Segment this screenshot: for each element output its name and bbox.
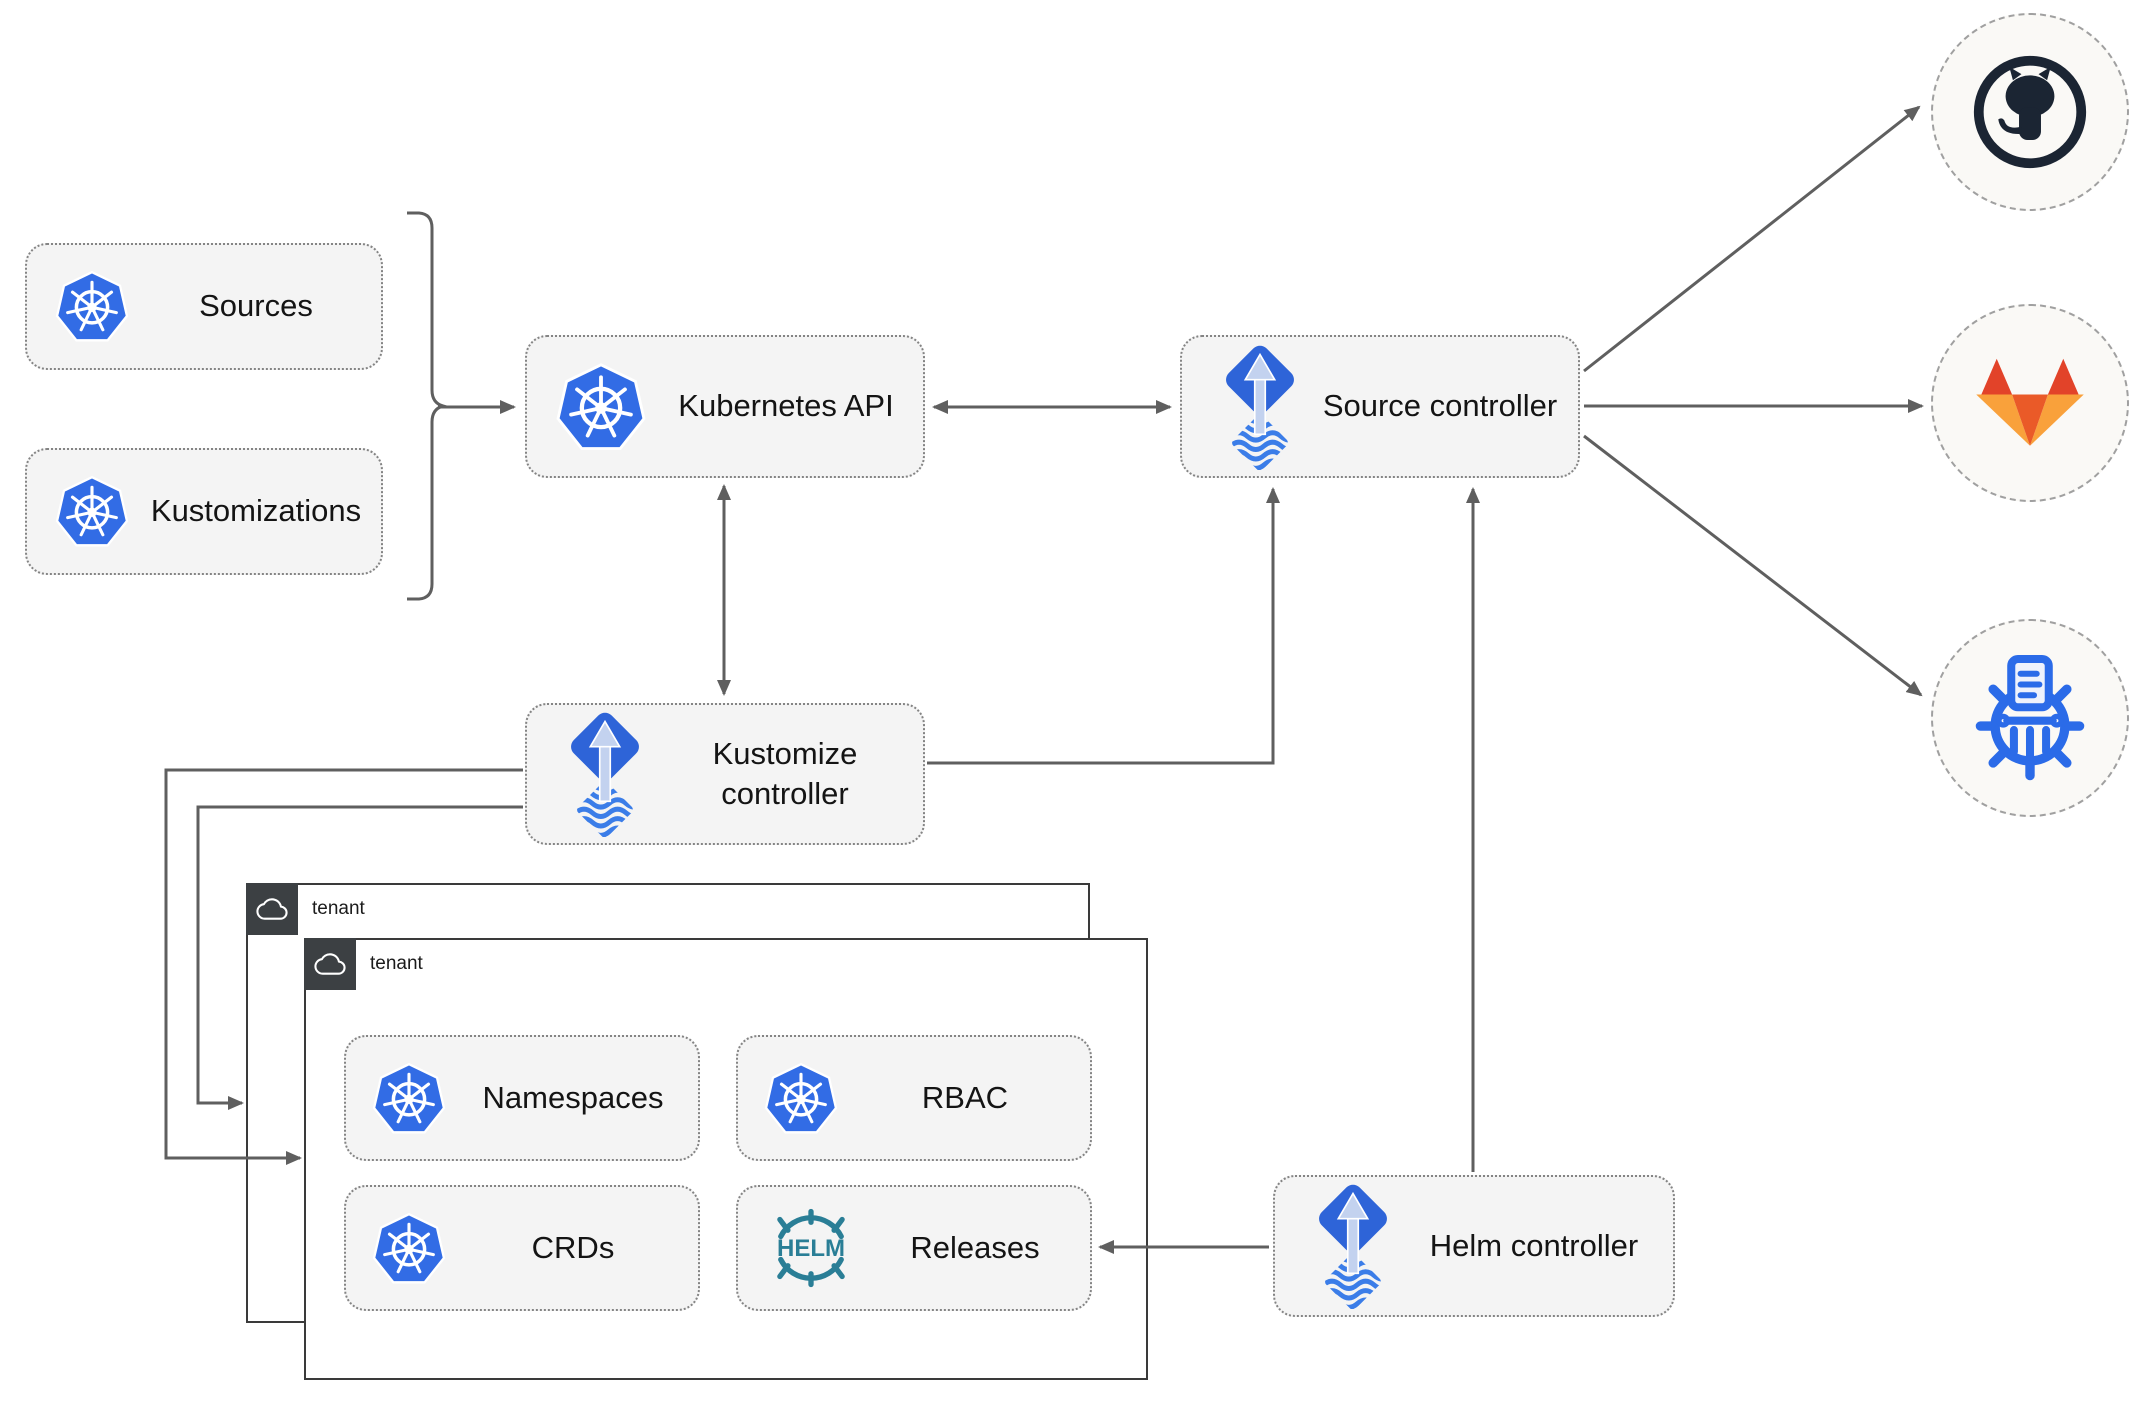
node-label: Source controller: [1322, 388, 1558, 424]
node-label: Sources: [199, 288, 313, 324]
flux-icon: [1311, 1183, 1395, 1309]
helm-icon: HELM: [762, 1208, 860, 1288]
node-label: RBAC: [921, 1079, 1009, 1115]
arrow-kustomize-to-source: [927, 487, 1280, 765]
kubernetes-icon: [53, 474, 131, 549]
arrow-kustomize-to-front-tenant: [164, 768, 523, 1165]
kubernetes-icon: [762, 1061, 840, 1136]
node-label: Kustomize controller: [712, 735, 858, 811]
kubernetes-icon: [370, 1061, 448, 1136]
github-icon: [1969, 51, 2091, 173]
arrow-source-to-github: [1583, 105, 1921, 373]
tenant-label: tenant: [312, 898, 365, 919]
flux-icon: [563, 711, 647, 837]
node-namespaces: Namespaces: [344, 1035, 700, 1161]
node-label: Kubernetes API: [678, 388, 894, 424]
arrow-kustomize-to-back-tenant: [196, 805, 523, 1110]
node-label: CRDs: [531, 1229, 615, 1265]
arrow-source-to-helmrepo: [1583, 434, 1923, 697]
external-target-gitlab: [1931, 304, 2129, 502]
kubernetes-icon: [553, 361, 649, 453]
node-kubernetes-api: Kubernetes API: [525, 335, 925, 478]
tenant-header: [304, 938, 356, 990]
helm-wordmark: HELM: [777, 1235, 845, 1262]
external-target-github: [1931, 13, 2129, 211]
node-kustomizations: Kustomizations: [25, 448, 383, 575]
node-rbac: RBAC: [736, 1035, 1092, 1161]
helm-repository-icon: [1963, 651, 2097, 785]
node-kustomize-controller: Kustomize controller: [525, 703, 925, 845]
node-label: Releases: [910, 1229, 1040, 1265]
node-helm-controller: Helm controller: [1273, 1175, 1675, 1317]
tenant-header: [246, 883, 298, 935]
node-label: Kustomizations: [150, 493, 362, 529]
tenant-label: tenant: [370, 953, 423, 974]
flux-icon: [1218, 344, 1302, 470]
bracket-sources-group: [407, 211, 449, 601]
external-target-helm-repository: [1931, 619, 2129, 817]
node-crds: CRDs: [344, 1185, 700, 1311]
gitlab-icon: [1966, 351, 2094, 456]
node-label: Helm controller: [1429, 1227, 1639, 1263]
kubernetes-icon: [53, 269, 131, 344]
kubernetes-icon: [370, 1211, 448, 1286]
node-label: Namespaces: [482, 1079, 664, 1115]
node-releases: HELM Releases: [736, 1185, 1092, 1311]
node-source-controller: Source controller: [1180, 335, 1580, 478]
node-sources: Sources: [25, 243, 383, 370]
